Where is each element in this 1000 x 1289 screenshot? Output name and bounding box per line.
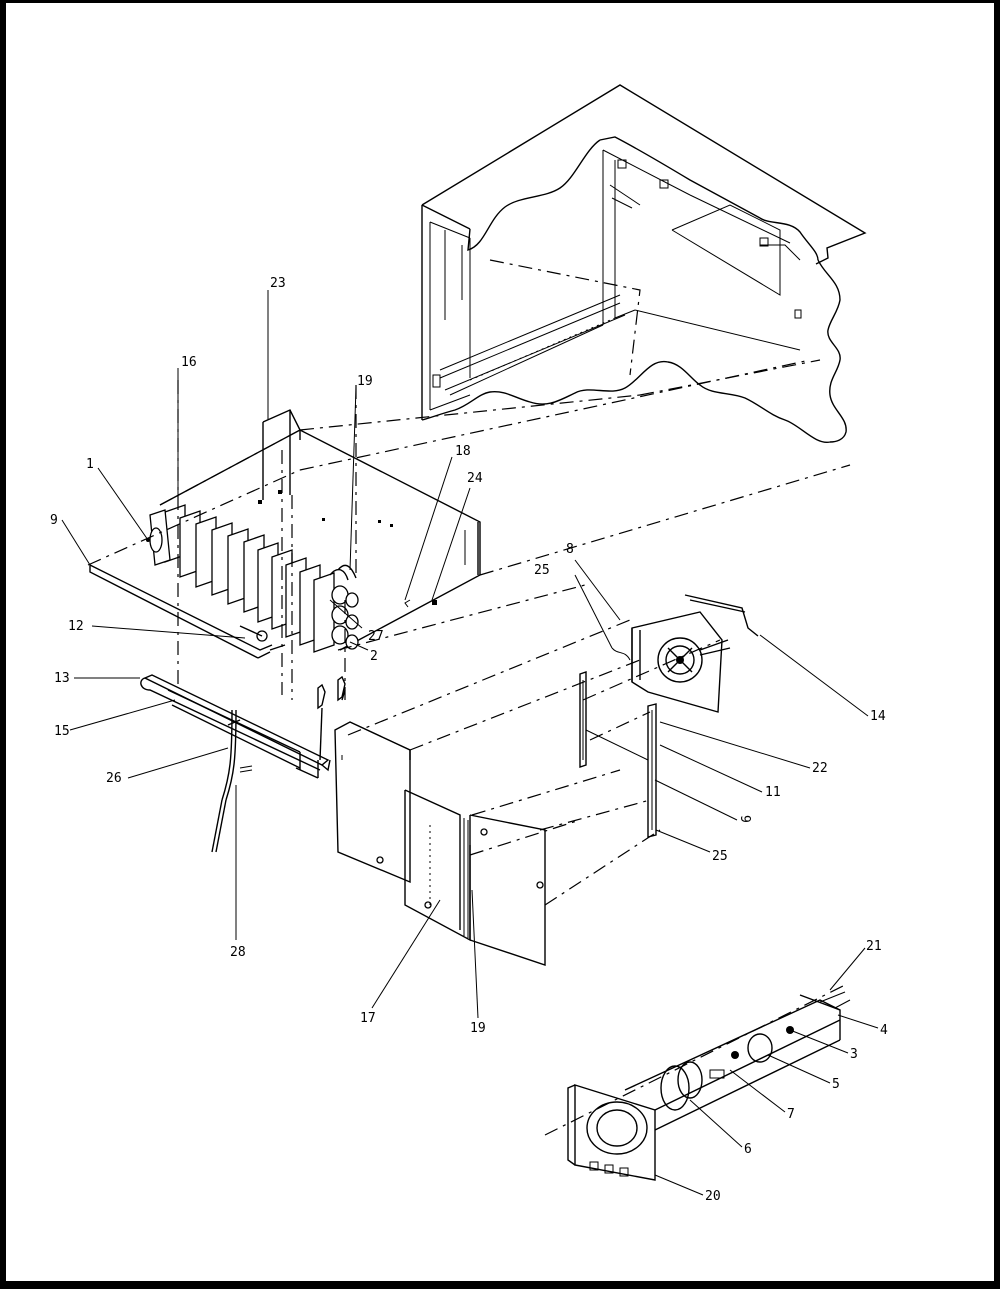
projection-lines [87, 259, 851, 906]
evaporator-assembly [149, 409, 481, 653]
label-26: 26 [106, 771, 122, 786]
label-18: 18 [455, 444, 471, 459]
label-3: 3 [850, 1047, 858, 1062]
label-1: 1 [86, 457, 94, 472]
evaporator-fan-housing [579, 594, 759, 838]
evaporator-cover-panels [334, 721, 546, 966]
leader-lines [61, 290, 879, 1196]
label-2: 2 [370, 649, 378, 664]
label-25-bottom: 25 [712, 849, 728, 864]
wire-harness [211, 675, 346, 853]
label-13: 13 [54, 671, 70, 686]
label-23: 23 [270, 276, 286, 291]
label-28: 28 [230, 945, 246, 960]
label-14: 14 [870, 709, 886, 724]
label-9: 9 [50, 513, 58, 528]
label-25-top: 25 [534, 563, 550, 578]
cabinet-assembly [421, 84, 867, 443]
frame-border-bottom [0, 1281, 1000, 1289]
label-9b: 9 [737, 815, 752, 823]
frame-border-top [0, 0, 1000, 3]
label-4: 4 [880, 1023, 888, 1038]
label-19-bottom: 19 [470, 1021, 486, 1036]
label-8: 8 [566, 542, 574, 557]
label-5: 5 [832, 1077, 840, 1092]
frame-border-right [994, 0, 1000, 1289]
label-11: 11 [765, 785, 781, 800]
coil-ends [329, 564, 359, 650]
label-17: 17 [360, 1011, 376, 1026]
evaporator-fins [164, 504, 335, 653]
label-6: 6 [744, 1142, 752, 1157]
label-22: 22 [812, 761, 828, 776]
label-19-top: 19 [357, 374, 373, 389]
label-7: 7 [787, 1107, 795, 1122]
fan-motor-assembly [544, 984, 851, 1181]
label-15: 15 [54, 724, 70, 739]
label-24: 24 [467, 471, 483, 486]
defrost-heater-assembly [140, 674, 331, 779]
evaporator-left-parts [89, 564, 286, 659]
frame-border-left [0, 0, 6, 1289]
part-labels: 23 16 19 18 24 1 9 12 13 15 26 28 27 2 2… [50, 276, 888, 1204]
label-21: 21 [866, 939, 882, 954]
label-27: 27 [368, 629, 384, 644]
label-16: 16 [181, 355, 197, 370]
label-12: 12 [68, 619, 84, 634]
label-20: 20 [705, 1189, 721, 1204]
